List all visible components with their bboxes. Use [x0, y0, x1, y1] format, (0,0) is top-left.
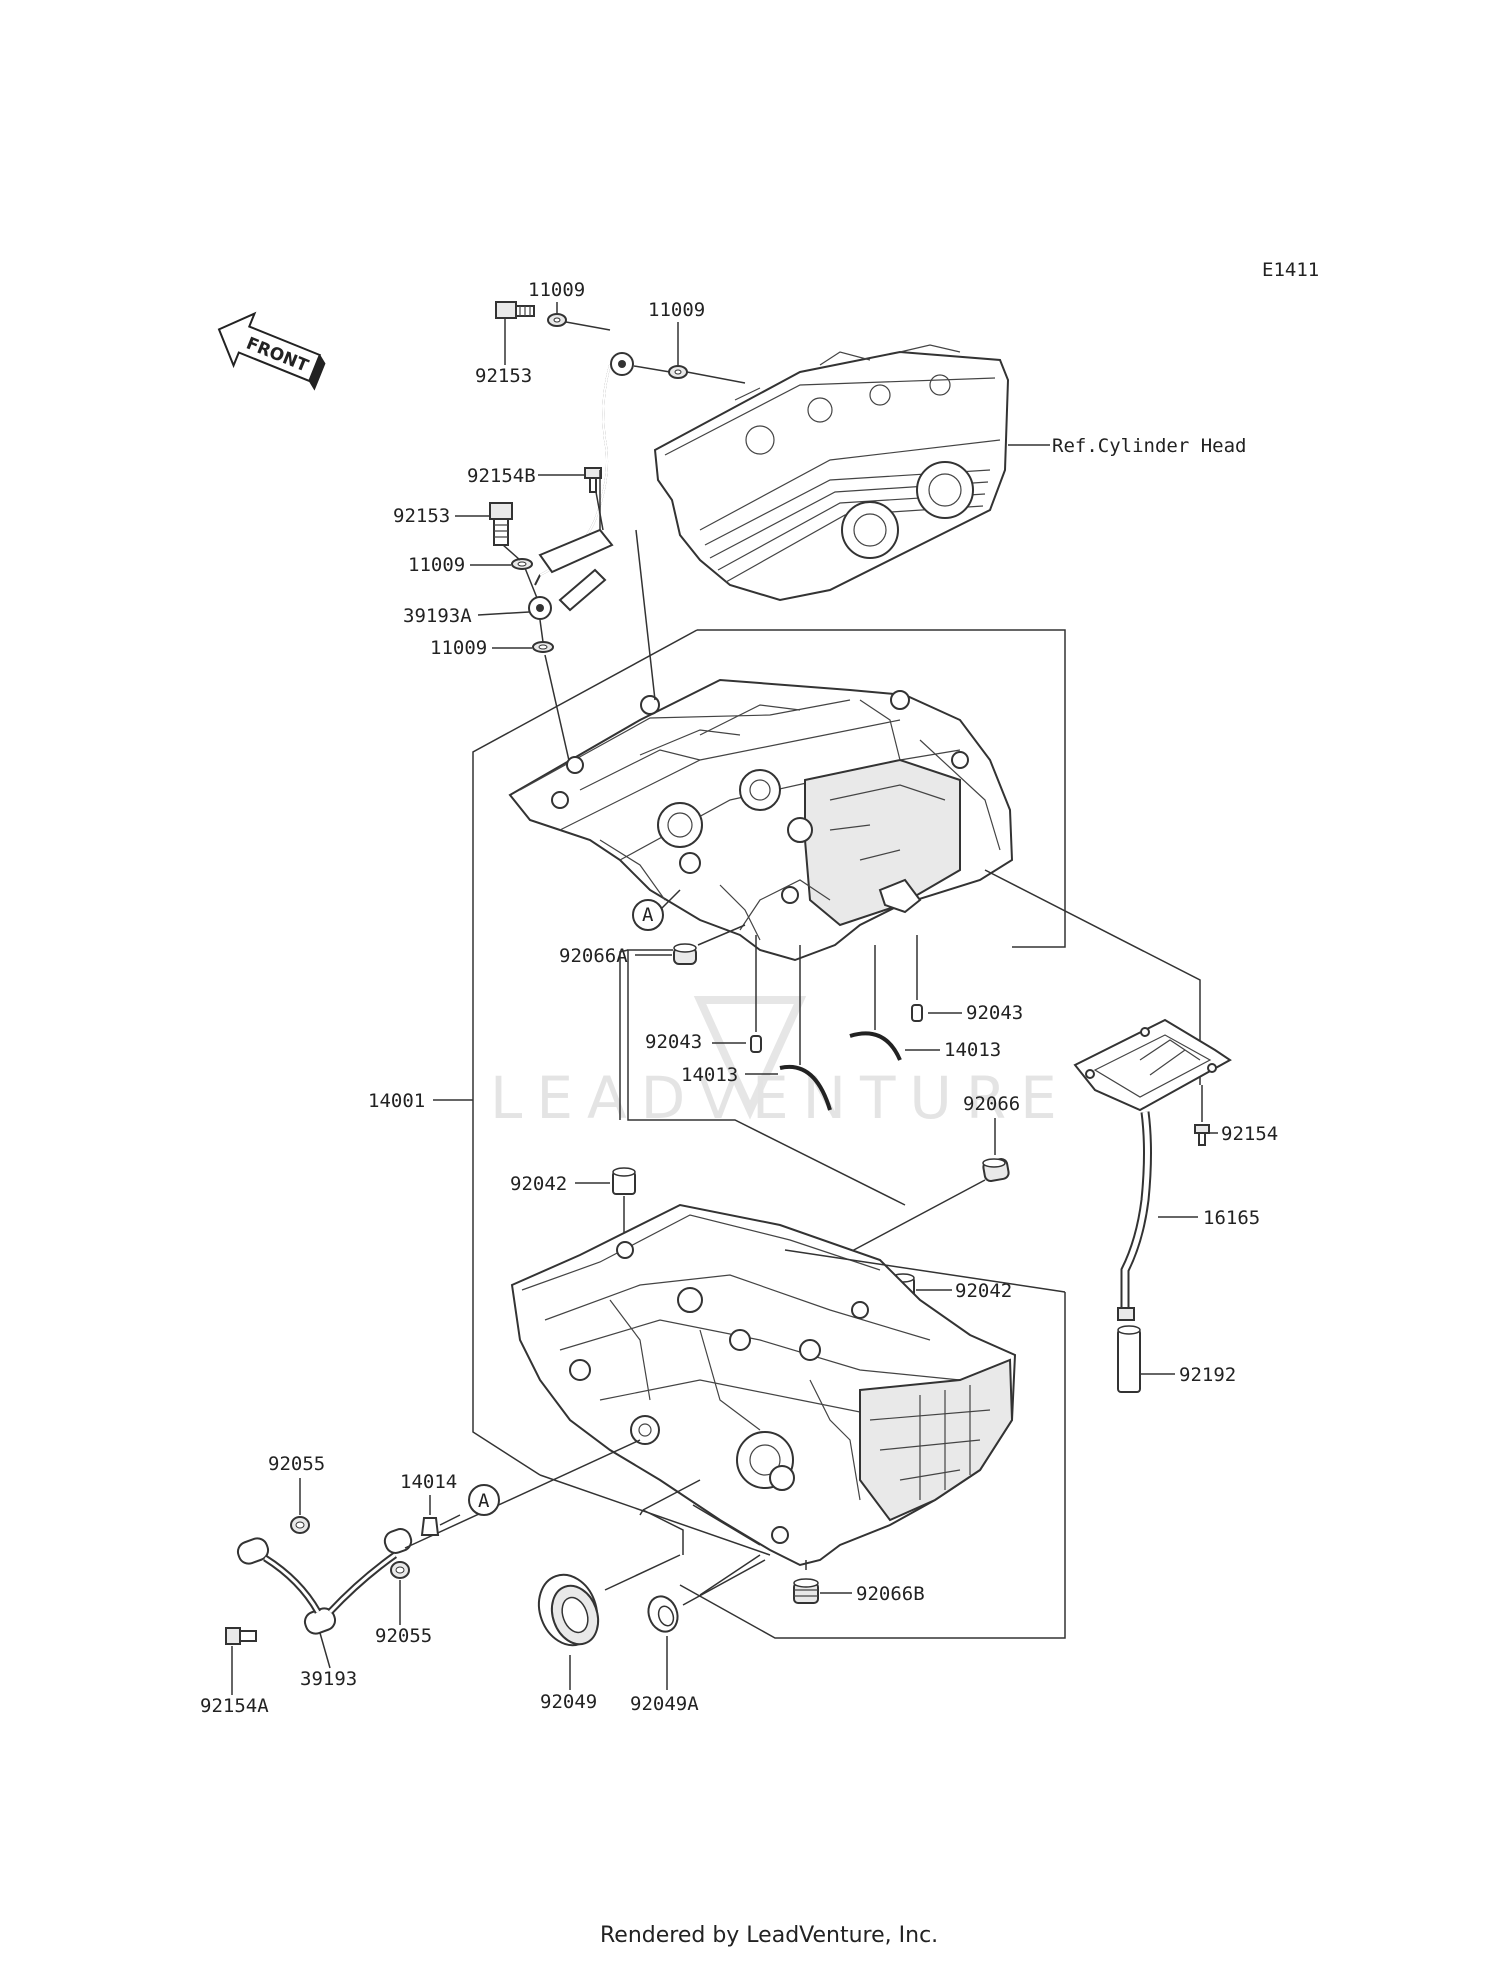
- watermark-text: LEADVENTURE: [490, 1064, 1071, 1132]
- bracket-upper-case: [697, 629, 1066, 948]
- dowel-92043-left: [750, 1035, 762, 1053]
- diagram-code: E1411: [1262, 259, 1319, 281]
- callout-a-top-label: A: [642, 904, 654, 926]
- bearing-14013-right: [849, 1031, 902, 1061]
- label-14014: 14014: [400, 1471, 457, 1493]
- label-11009-top1: 11009: [528, 279, 585, 301]
- label-14013-right: 14013: [944, 1039, 1001, 1061]
- label-11009-top2: 11009: [648, 299, 705, 321]
- bolt-92154: [1194, 1124, 1210, 1146]
- bolt-92154A: [225, 1627, 257, 1645]
- bolt-92153-mid: [489, 502, 513, 546]
- callout-a-bottom-label: A: [478, 1490, 490, 1512]
- label-92042-left: 92042: [510, 1173, 567, 1195]
- oil-screen-16165: [1073, 1018, 1232, 1321]
- label-92153-top: 92153: [475, 365, 532, 387]
- label-14001: 14001: [368, 1090, 425, 1112]
- bolt-92154B: [584, 467, 602, 493]
- cylinder-head: [653, 344, 1010, 602]
- seal-92049: [537, 1573, 600, 1647]
- label-16165: 16165: [1203, 1207, 1260, 1229]
- plug-92066: [982, 1158, 1010, 1182]
- oil-pipe-lower-39193: [236, 1528, 413, 1635]
- part-14014: [420, 1517, 440, 1536]
- footer-credit: Rendered by LeadVenture, Inc.: [600, 1923, 938, 1948]
- label-92066: 92066: [963, 1093, 1020, 1115]
- bracket-lower-case: [679, 1292, 1066, 1639]
- label-92043-right: 92043: [966, 1002, 1023, 1024]
- label-92055-top: 92055: [268, 1453, 325, 1475]
- label-39193: 39193: [300, 1668, 357, 1690]
- label-11009-mid1: 11009: [408, 554, 465, 576]
- front-arrow-icon: FRONT: [217, 311, 326, 391]
- label-92049: 92049: [540, 1691, 597, 1713]
- label-92154: 92154: [1221, 1123, 1278, 1145]
- label-ref-cylinder-head: Ref.Cylinder Head: [1052, 435, 1246, 457]
- label-92066A: 92066A: [559, 945, 628, 967]
- label-92049A: 92049A: [630, 1693, 699, 1715]
- callout-a-top: [632, 899, 664, 931]
- label-11009-mid2: 11009: [430, 637, 487, 659]
- label-14013-left: 14013: [681, 1064, 738, 1086]
- callout-a-bottom: [468, 1484, 500, 1516]
- plug-92066B: [793, 1578, 819, 1604]
- watermark: LEADVENTURE: [490, 996, 1071, 1132]
- label-92042-right: 92042: [955, 1280, 1012, 1302]
- bolt-92153-top: [495, 301, 535, 319]
- plug-92066A: [673, 943, 697, 965]
- lower-crankcase: [510, 1203, 1017, 1567]
- label-92066B: 92066B: [856, 1583, 925, 1605]
- bracket-14001: [472, 629, 698, 1476]
- label-92055-bottom: 92055: [375, 1625, 432, 1647]
- label-92043-left: 92043: [645, 1031, 702, 1053]
- label-92154A: 92154A: [200, 1695, 269, 1717]
- dowel-92042-left: [612, 1167, 636, 1195]
- dowel-92043-right: [911, 1004, 923, 1022]
- label-39193A: 39193A: [403, 605, 472, 627]
- upper-crankcase: [508, 678, 1014, 962]
- bearing-14013-left: [779, 1064, 832, 1111]
- oil-pipe-upper: [528, 352, 634, 620]
- label-92192: 92192: [1179, 1364, 1236, 1386]
- sleeve-92192: [1117, 1325, 1141, 1393]
- seal-92049A: [647, 1595, 679, 1633]
- label-92154B: 92154B: [467, 465, 536, 487]
- label-92153-mid: 92153: [393, 505, 450, 527]
